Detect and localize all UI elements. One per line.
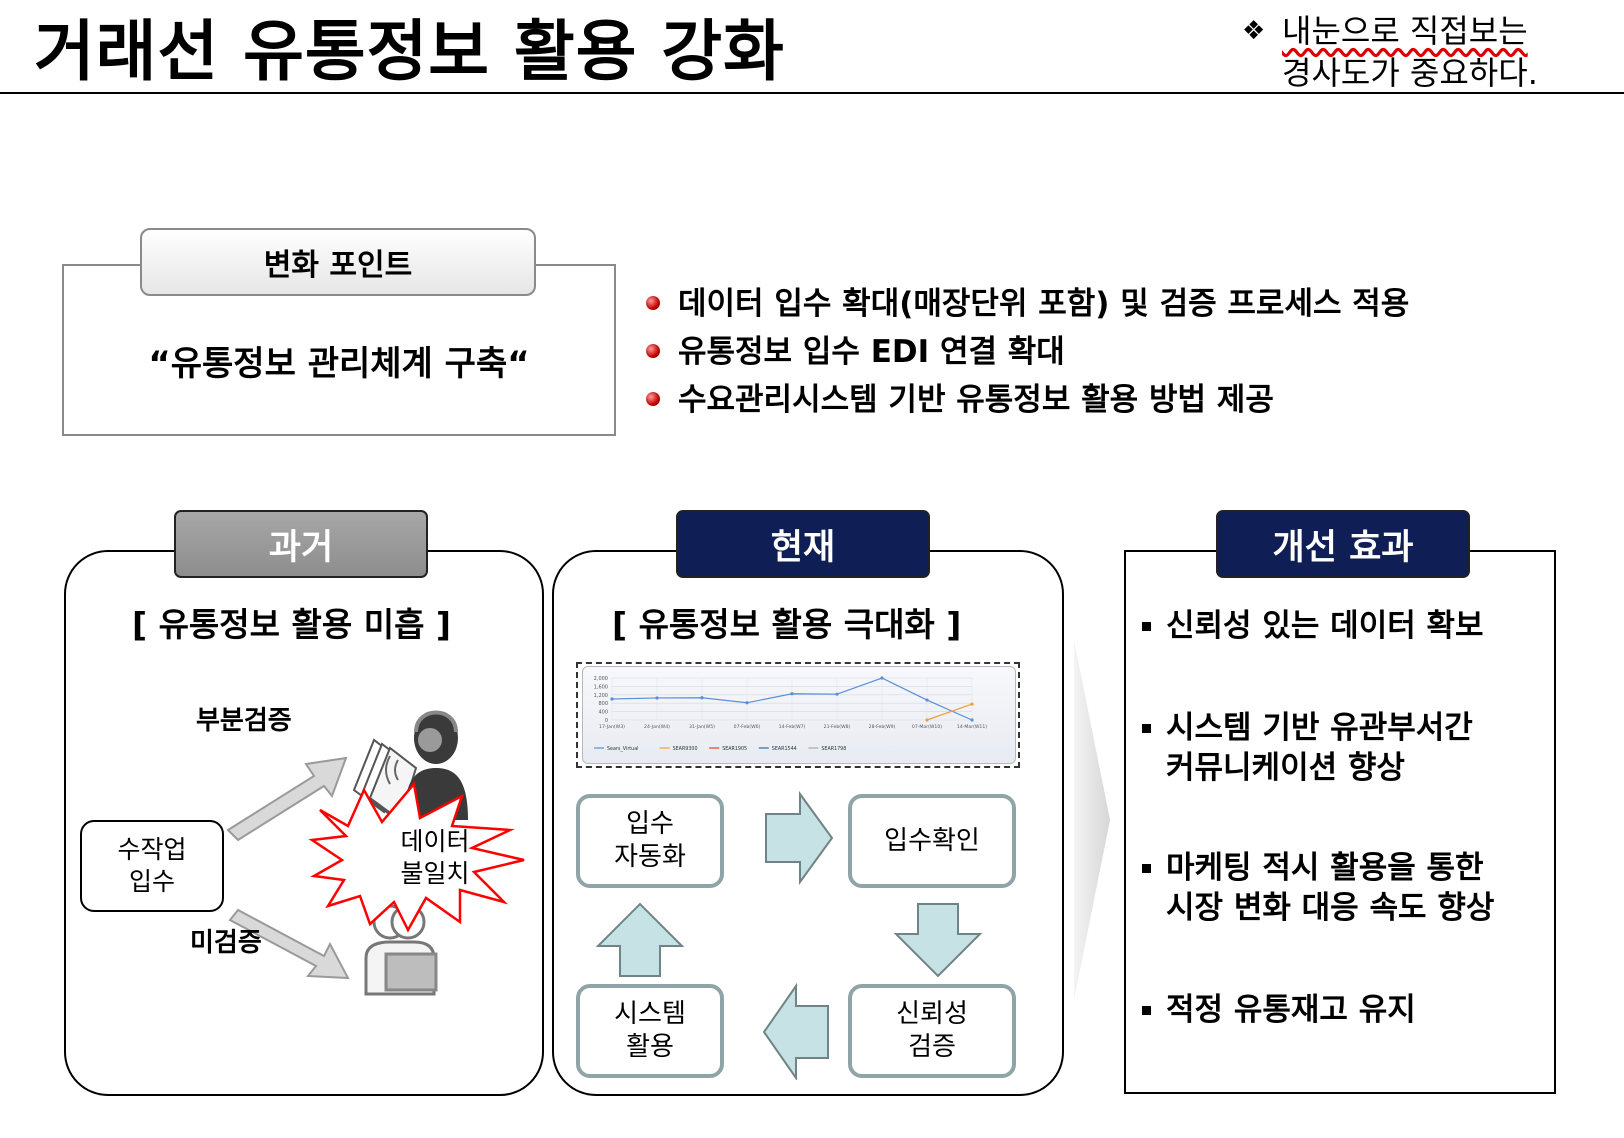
effect-panel	[1124, 550, 1556, 1094]
chart-frame	[576, 662, 1020, 768]
chart-point	[880, 676, 884, 680]
effect-tab: 개선 효과	[1216, 510, 1470, 578]
effect-item-4: 적정 유통재고 유지	[1142, 990, 1416, 1030]
chart-point	[925, 718, 929, 722]
chart-point	[745, 701, 749, 705]
sales-line-chart: 0 400 800 1,200 1,600 2,000 17-Jan(W3) 24-Jan(W…	[594, 676, 988, 752]
chart-point	[610, 697, 614, 701]
chart-xtick-label: 14-Mar(W11)	[957, 724, 987, 730]
chart-point	[655, 696, 659, 700]
left-arrow-icon	[762, 982, 829, 1080]
flow-reliability-verify: 신뢰성 검증	[848, 984, 1016, 1078]
change-bullet-3: 수요관리시스템 기반 유통정보 활용 방법 제공	[646, 374, 1274, 419]
note-line-2: 경사도가 중요하다.	[1282, 54, 1538, 92]
chart-series-line	[926, 703, 973, 721]
past-subtitle: [ 유통정보 활용 미흡 ]	[132, 605, 451, 644]
chart-xtick-label: 21-Feb(W8)	[824, 724, 851, 730]
chart-point	[925, 698, 929, 702]
down-arrow-icon	[893, 903, 983, 978]
flow-arrows	[595, 790, 983, 1080]
red-bullet-icon	[646, 392, 660, 406]
chart-xtick-label: 07-Mar(W10)	[912, 724, 942, 730]
change-bullet-2: 유통정보 입수 EDI 연결 확대	[646, 326, 1065, 371]
right-arrow-icon	[765, 790, 834, 886]
chart-point	[790, 692, 794, 696]
chevron-arrow-icon	[1074, 640, 1110, 1000]
chart-point	[835, 692, 839, 696]
chart-xtick-label: 14-Feb(W7)	[779, 724, 806, 730]
chart-xtick-label: 28-Feb(W9)	[869, 724, 896, 730]
chart-ytick-label: 1,600	[594, 684, 608, 690]
chart-ytick-label: 0	[605, 718, 608, 724]
unverified-label: 미검증	[190, 928, 262, 958]
chart-point	[970, 718, 974, 722]
red-bullet-icon	[646, 296, 660, 310]
chart-ytick-label: 400	[598, 710, 608, 716]
explosion-burst-icon	[308, 781, 525, 933]
present-subtitle: [ 유통정보 활용 극대화 ]	[612, 605, 962, 644]
chart-xtick-label: 31-Jan(W5)	[689, 724, 715, 730]
square-bullet-icon	[1142, 1006, 1151, 1015]
present-tab: 현재	[676, 510, 930, 578]
chart-legend-label: SEAR9300	[673, 746, 698, 752]
chart-ytick-label: 800	[598, 701, 608, 707]
down-right-arrow-icon	[228, 908, 350, 980]
flow-auto-input: 입수 자동화	[576, 794, 724, 888]
partial-verify-label: 부분검증	[196, 706, 292, 736]
page-title: 거래선 유통정보 활용 강화	[34, 13, 785, 90]
change-point-tab: 변화 포인트	[140, 228, 536, 296]
chart-legend-label: Sears_Virtual	[607, 746, 638, 752]
diamond-bullet-icon: ❖	[1242, 16, 1266, 46]
chart-ytick-label: 1,200	[594, 693, 608, 699]
change-point-quote: “유통정보 관리체계 구축“	[148, 344, 530, 384]
up-right-arrow-icon	[226, 756, 348, 842]
square-bullet-icon	[1142, 864, 1151, 873]
past-tab: 과거	[174, 510, 428, 578]
header-note: ❖ 내눈으로 직접보는 경사도가 중요하다.	[1242, 10, 1538, 94]
chart-xtick-label: 07-Feb(W6)	[734, 724, 761, 730]
past-diagram	[226, 710, 525, 996]
square-bullet-icon	[1142, 622, 1151, 631]
flow-input-confirm: 입수확인	[848, 794, 1016, 888]
chart-xtick-label: 17-Jan(W3)	[599, 724, 625, 730]
up-arrow-icon	[595, 902, 685, 977]
chart-point	[970, 702, 974, 706]
title-divider	[0, 92, 1624, 94]
chart-xtick-label: 24-Jan(W4)	[644, 724, 670, 730]
chart-legend-label: SEAR1905	[722, 746, 747, 752]
flow-system-use: 시스템 활용	[576, 984, 724, 1078]
chart-point	[700, 696, 704, 700]
chart-ytick-label: 2,000	[594, 676, 608, 682]
change-bullet-1: 데이터 입수 확대(매장단위 포함) 및 검증 프로세스 적용	[646, 278, 1409, 323]
manual-input-box: 수작업 입수	[80, 820, 224, 912]
effect-item-3: 마케팅 적시 활용을 통한 시장 변화 대응 속도 향상	[1142, 848, 1494, 928]
chart-background	[582, 666, 1016, 764]
chart-legend-label: SEAR1544	[772, 746, 797, 752]
effect-item-1: 신뢰성 있는 데이터 확보	[1142, 606, 1484, 646]
red-bullet-icon	[646, 344, 660, 358]
data-mismatch-label: 데이터 불일치	[400, 827, 470, 888]
chart-legend-label: SEAR1798	[821, 746, 846, 752]
note-line-1: 내눈으로 직접보는	[1282, 12, 1528, 50]
square-bullet-icon	[1142, 724, 1151, 733]
effect-item-2: 시스템 기반 유관부서간 커뮤니케이션 향상	[1142, 708, 1473, 788]
